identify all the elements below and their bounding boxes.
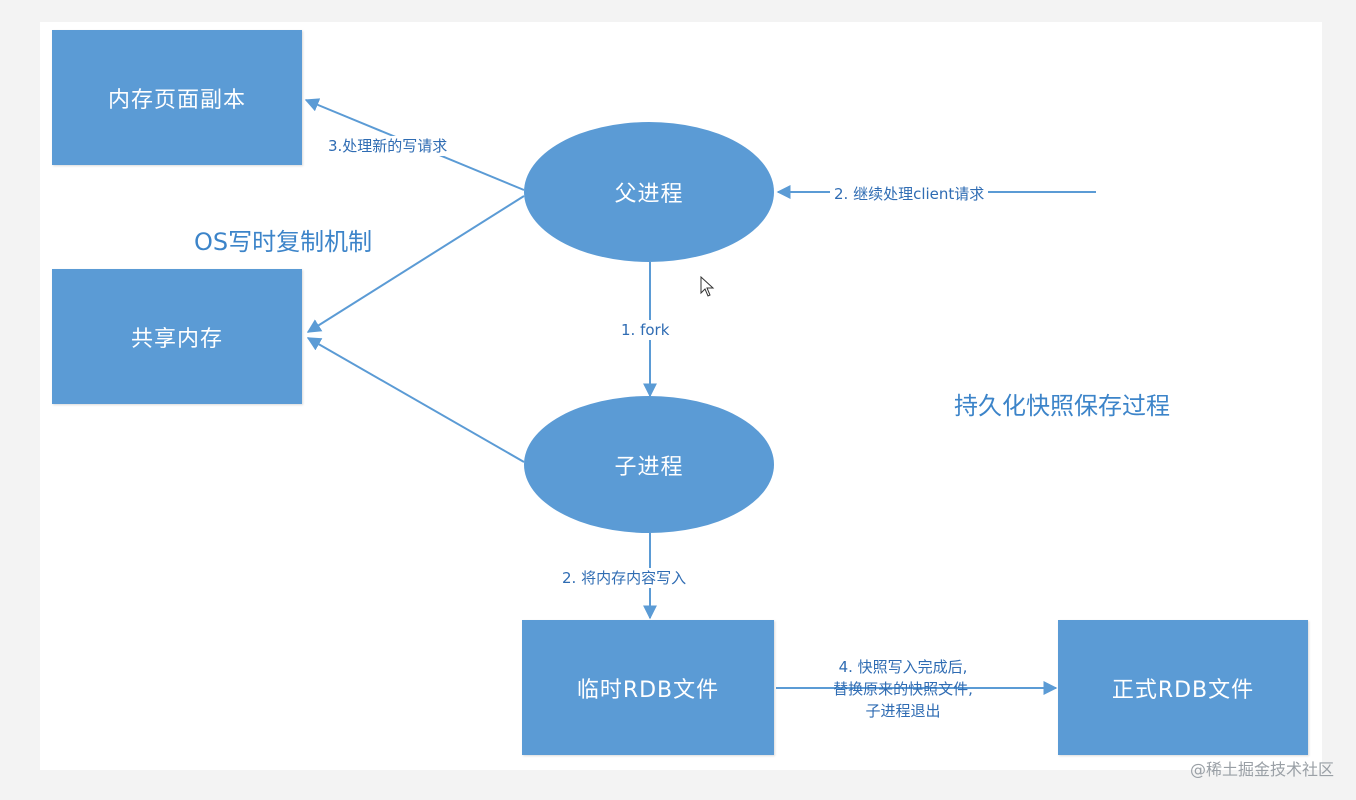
edge-label-new-write: 3.处理新的写请求 [328,136,448,156]
node-memory-page-copy: 内存页面副本 [52,30,302,165]
mouse-cursor-icon [700,276,715,297]
node-temp-rdb: 临时RDB文件 [522,620,774,755]
heading-os-cow: OS写时复制机制 [194,228,373,256]
node-final-rdb: 正式RDB文件 [1058,620,1308,755]
node-shared-memory: 共享内存 [52,269,302,404]
edge-label-replace-snapshot: 4. 快照写入完成后, 替换原来的快照文件, 子进程退出 [833,658,973,720]
watermark: @稀土掘金技术社区 [1189,760,1334,779]
edge-label-write-memory: 2. 将内存内容写入 [560,568,689,588]
node-child-process: 子进程 [524,396,774,533]
edge-label-fork: 1. fork [619,320,672,340]
edge-label-continue-client: 2. 继续处理client请求 [830,184,989,204]
node-parent-process: 父进程 [524,122,774,262]
diagram-title: 持久化快照保存过程 [954,392,1170,420]
